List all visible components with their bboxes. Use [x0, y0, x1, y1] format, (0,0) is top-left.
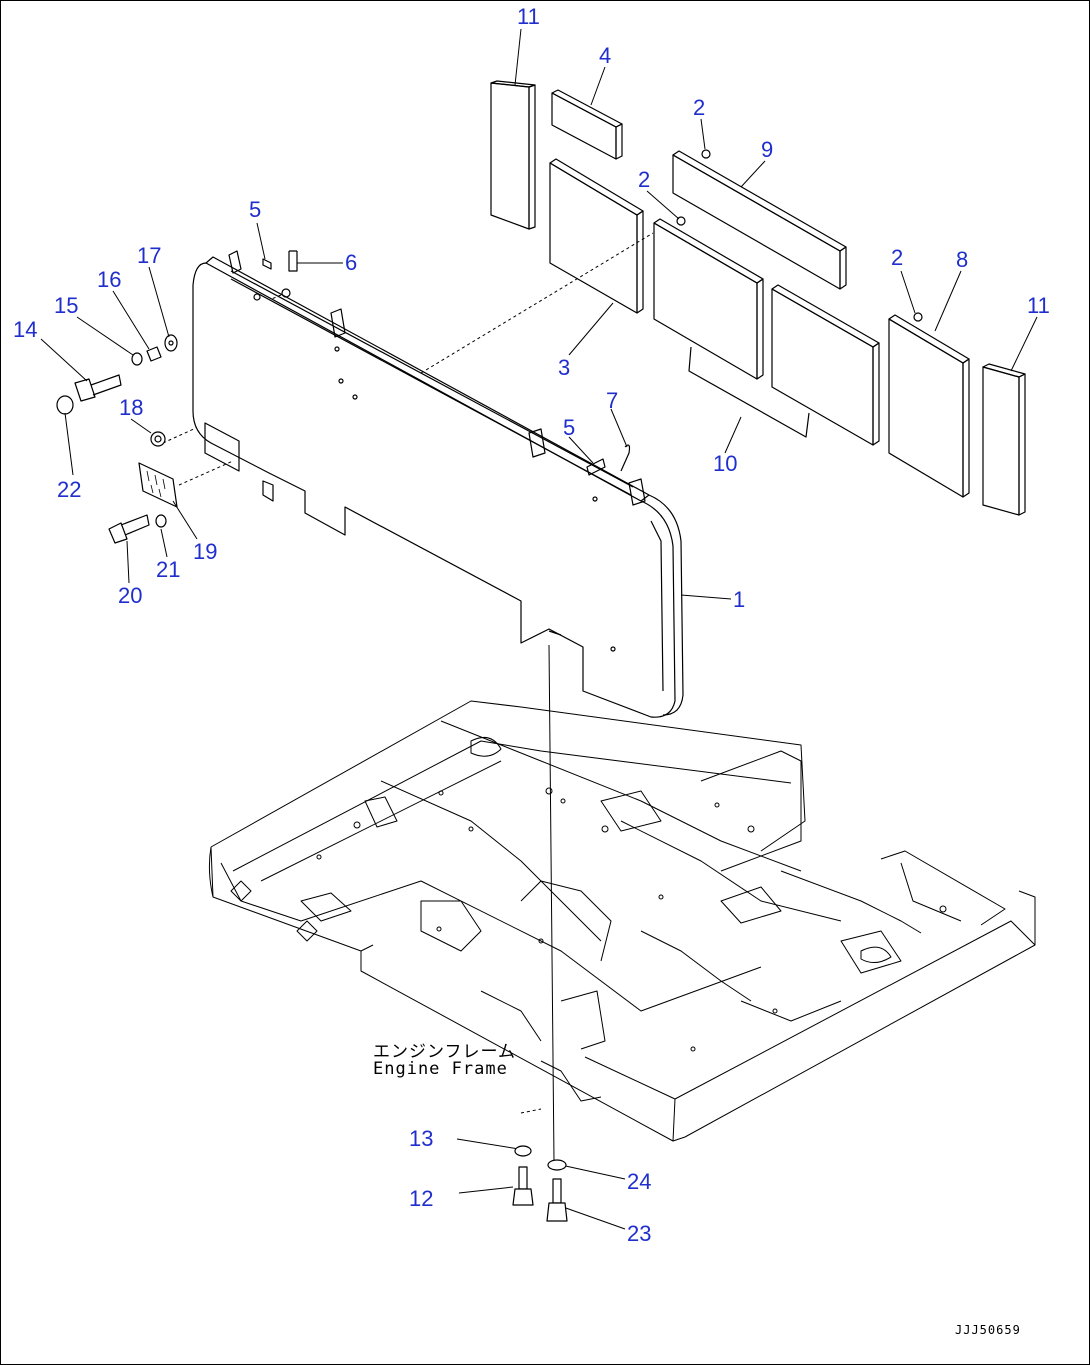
part-9-pad	[672, 149, 847, 290]
part-15-washer	[131, 352, 143, 366]
engine-frame	[208, 700, 1036, 1142]
callout-8: 8	[956, 247, 969, 272]
part-11-pad-left	[490, 80, 536, 230]
part-22-cap	[56, 395, 74, 415]
callout-22: 22	[57, 477, 82, 502]
part-6-pin	[288, 250, 298, 272]
engine-frame-label-jp: エンジンフレーム	[373, 1042, 516, 1062]
callout-13: 13	[409, 1126, 434, 1151]
callout-7: 7	[606, 388, 619, 413]
callout-1: 1	[733, 587, 746, 612]
part-20-bolt	[108, 514, 150, 544]
callout-12: 12	[409, 1186, 434, 1211]
callout-3: 3	[558, 355, 571, 380]
part-5-pin-a	[262, 258, 272, 270]
part-11-pad-right	[982, 363, 1026, 516]
callout-14: 14	[13, 317, 38, 342]
callout-16: 16	[97, 267, 122, 292]
callout-11-right: 11	[1027, 293, 1050, 318]
callout-15: 15	[54, 293, 79, 318]
callout-5-mid: 5	[563, 415, 576, 440]
callout-10: 10	[713, 451, 738, 476]
part-10-pad-b	[771, 284, 880, 446]
part-17-washer	[164, 334, 178, 352]
part-24-washer	[547, 1159, 567, 1171]
part-5-pin-b	[586, 458, 606, 476]
part-10-pad-a	[653, 216, 764, 380]
callout-20: 20	[118, 583, 143, 608]
part-10-sheet	[688, 346, 810, 438]
callout-18: 18	[119, 395, 144, 420]
callout-24: 24	[627, 1169, 652, 1194]
callout-23: 23	[627, 1221, 652, 1246]
callout-11-top: 11	[517, 4, 540, 29]
part-14-bolt	[74, 374, 122, 402]
callout-21: 21	[156, 557, 181, 582]
callout-2-top: 2	[693, 95, 706, 120]
part-19-plate	[138, 462, 178, 508]
part-12-bolt	[512, 1166, 534, 1206]
part-21-washer	[155, 514, 167, 528]
part-7-clip	[620, 444, 631, 472]
callout-2-mid: 2	[638, 167, 651, 192]
callout-2-right: 2	[891, 245, 904, 270]
drawing-code: JJJ50659	[955, 1323, 1021, 1337]
callout-17: 17	[137, 243, 162, 268]
part-16-spacer	[146, 346, 162, 362]
part-4-pad	[551, 89, 623, 160]
callout-9: 9	[761, 137, 774, 162]
engine-frame-label-en: Engine Frame	[373, 1059, 508, 1079]
part-8-pad	[888, 312, 970, 498]
callout-6: 6	[345, 250, 358, 275]
part-1-cover-panel	[192, 250, 684, 718]
callout-4: 4	[599, 43, 612, 68]
callout-19: 19	[193, 539, 218, 564]
part-3-pad	[549, 158, 644, 314]
callout-5-top: 5	[249, 197, 262, 222]
part-13-washer	[514, 1145, 532, 1157]
part-23-bolt	[546, 1178, 568, 1222]
part-18-nut	[150, 431, 166, 447]
